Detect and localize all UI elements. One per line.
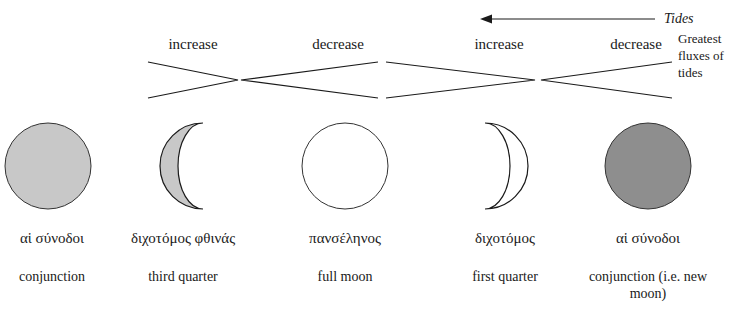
moon-figure (445, 120, 565, 212)
moon-crescent (485, 123, 528, 209)
moon-disc (302, 123, 388, 209)
moon-figure (0, 120, 96, 212)
decrease-wedge (541, 62, 672, 98)
tides-arrow-shaft (488, 18, 655, 19)
english-name: third quarter (129, 268, 237, 285)
greek-name: αἱ σύνοδοι (581, 230, 715, 266)
greek-name: διχοτόμος φθινάς (129, 230, 237, 266)
trend-label: increase (168, 35, 217, 53)
increase-wedge (148, 62, 238, 98)
moon-disc (605, 123, 691, 209)
increase-wedge (386, 62, 535, 98)
moon-phase: διχοτόμος first quarter (443, 120, 567, 285)
greek-name: πανσέληνος (283, 230, 407, 266)
moon-phase: πανσέληνος full moon (283, 120, 407, 285)
moon-phase: αἱ σύνοδοιconjunction (i.e. new moon) (581, 120, 715, 302)
moon-disc (5, 123, 91, 209)
moon-figure (285, 120, 405, 212)
english-name: conjunction (2, 268, 102, 285)
english-name: conjunction (i.e. new moon) (581, 268, 715, 302)
axis-title: Tides (664, 10, 694, 28)
decrease-wedge (241, 62, 378, 98)
moon-figure (583, 120, 713, 212)
moon-phase: αἱ σύνοδοι conjunction (2, 120, 102, 285)
english-name: first quarter (443, 268, 567, 285)
moon-phase: διχοτόμος φθινάς third quarter (129, 120, 237, 285)
trend-label: decrease (610, 35, 662, 53)
moon-figure (131, 120, 235, 212)
greek-name: διχοτόμος (443, 230, 567, 266)
trend-label: decrease (312, 35, 364, 53)
moon-crescent (160, 123, 203, 209)
note-label: Greatest fluxes of tides (678, 30, 732, 81)
greek-name: αἱ σύνοδοι (2, 230, 102, 266)
english-name: full moon (283, 268, 407, 285)
trend-label: increase (474, 35, 523, 53)
tides-arrow-head (480, 15, 492, 24)
